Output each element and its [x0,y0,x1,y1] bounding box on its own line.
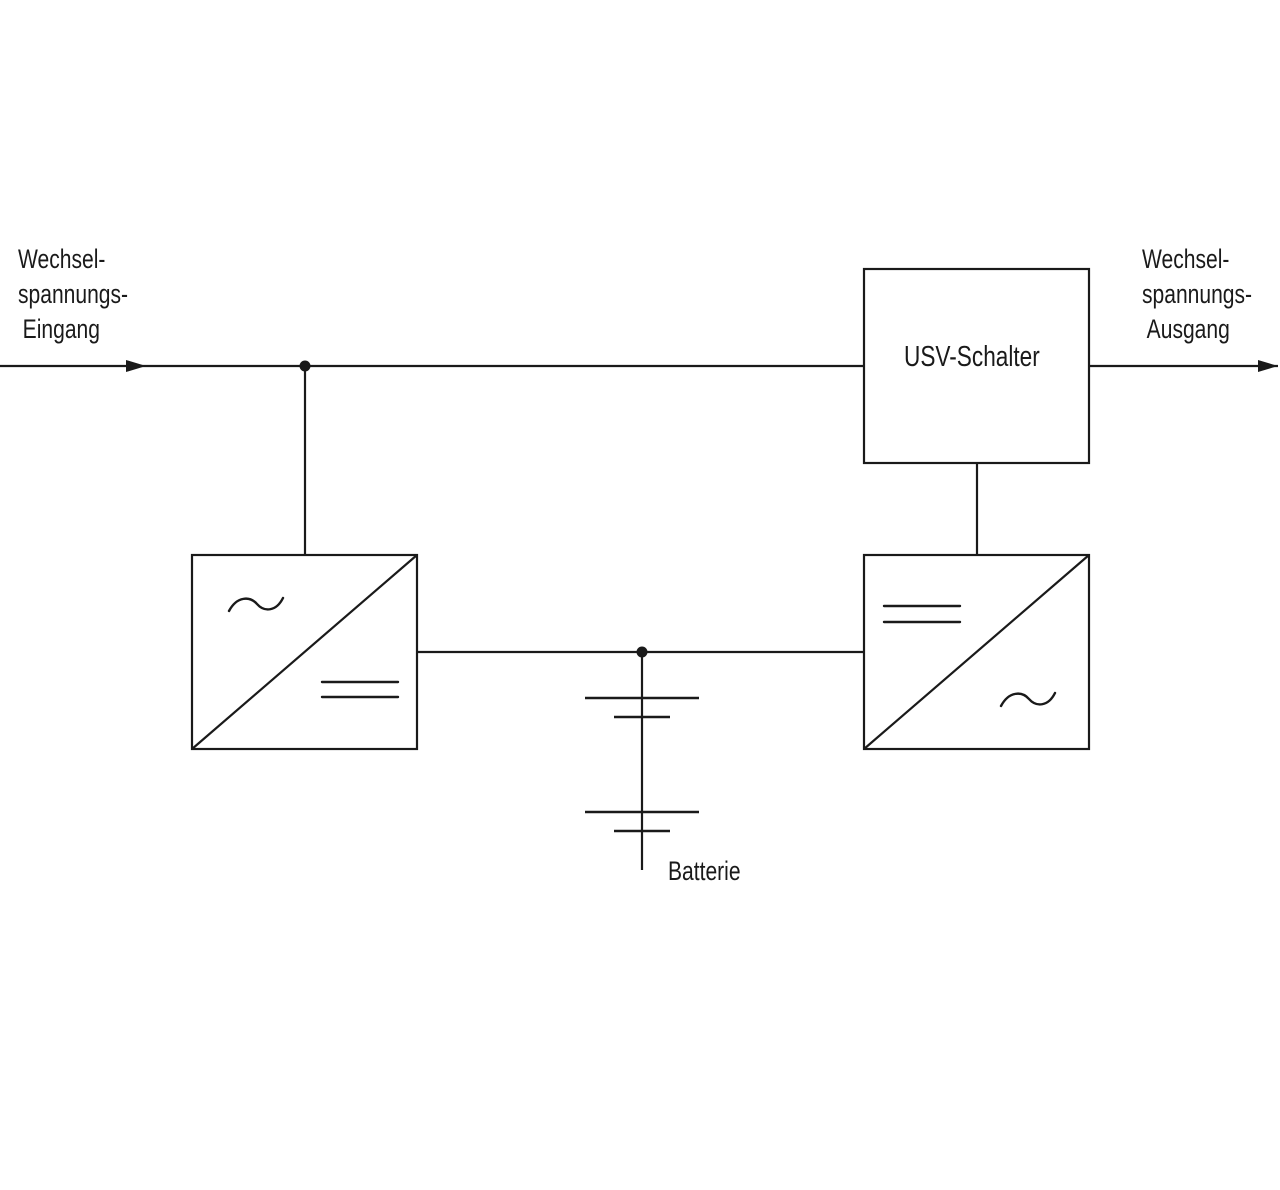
output-label-line1: Wechsel- [1142,244,1230,274]
ac-tilde-icon [227,596,285,613]
ups-switch-box [862,267,1091,465]
ups-switch-label: USV-Schalter [904,341,1040,373]
input-label: Wechsel- spannungs- Eingang [18,242,128,347]
output-label-line3: Ausgang [1146,314,1230,344]
output-label: Wechsel- spannungs- Ausgang [1142,242,1252,347]
battery-label: Batterie [668,856,741,886]
output-label-line2: spannungs- [1142,279,1253,309]
input-label-line3: Eingang [22,314,100,344]
input-label-line1: Wechsel- [18,244,106,274]
input-label-line2: spannungs- [18,279,129,309]
inverter-dc-ac [862,553,1091,751]
ac-tilde-icon [999,691,1057,708]
rectifier-ac-dc [190,553,419,751]
battery-symbol [585,652,699,870]
